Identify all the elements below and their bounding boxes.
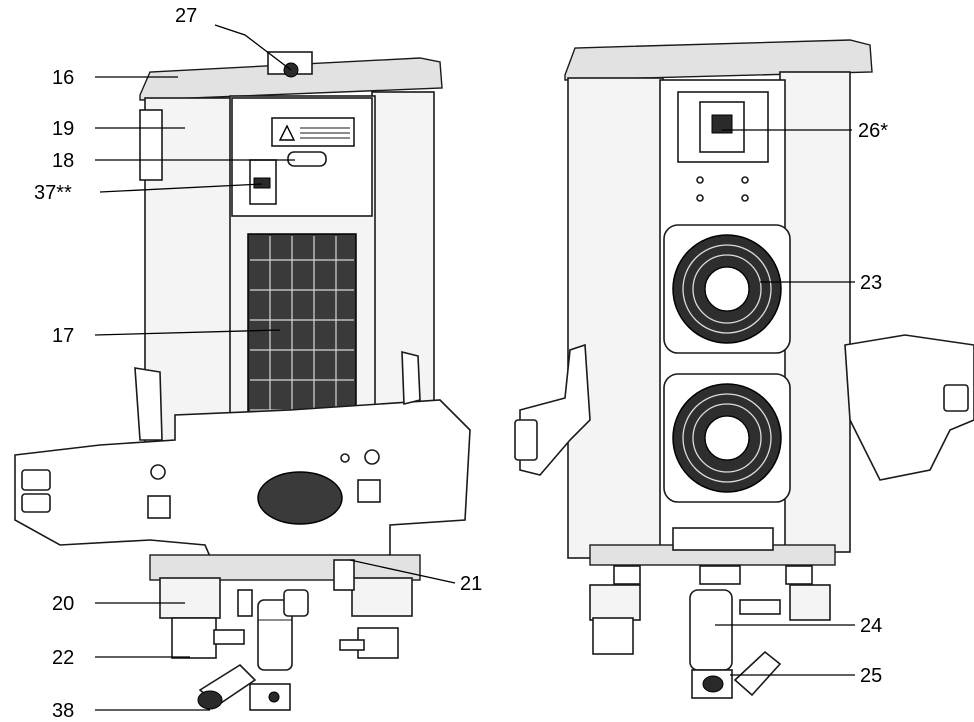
left-filter-bowl [257, 599, 293, 671]
left-bracket-slot-a [21, 469, 51, 491]
callout-27: 27 [175, 5, 197, 27]
leader-27 [214, 24, 292, 71]
left-bracket-slot-b [21, 493, 51, 513]
warning-triangle [278, 124, 296, 141]
callout-labels: 27 16 19 18 37** 17 20 22 38 21 26* 23 2… [34, 5, 888, 722]
callout-37: 37** [34, 182, 72, 204]
callout-21: 21 [460, 573, 482, 595]
right-filter-bowl [689, 589, 733, 671]
switch-toggle [253, 177, 271, 189]
callout-17: 17 [52, 325, 74, 347]
callout-18: 18 [52, 150, 74, 172]
right-bracket-right [844, 334, 974, 481]
fan-hub-upper [704, 266, 750, 312]
display-window [287, 151, 327, 167]
left-mounting-bracket [14, 399, 471, 569]
left-unit-view [14, 51, 471, 711]
callout-24: 24 [860, 615, 882, 637]
left-top-cap [139, 57, 443, 101]
callout-16: 16 [52, 67, 74, 89]
leader-21 [349, 559, 456, 584]
right-drain-valve [691, 669, 733, 699]
right-column-left [567, 77, 664, 559]
leader-37 [99, 183, 263, 193]
leader-lines [94, 24, 855, 711]
callout-22: 22 [52, 647, 74, 669]
left-valve-22 [171, 617, 217, 659]
callout-19: 19 [52, 118, 74, 140]
right-unit-view [514, 39, 974, 699]
callout-26: 26* [858, 120, 888, 142]
leader-17 [94, 329, 281, 336]
left-base [149, 554, 421, 581]
callout-23: 23 [860, 272, 882, 294]
warning-label [271, 117, 355, 147]
indicator-window [699, 101, 745, 153]
right-column-right [779, 71, 851, 553]
bracket-oval-opening [257, 471, 343, 525]
callout-20: 20 [52, 593, 74, 615]
callout-38: 38 [52, 700, 74, 722]
callout-25: 25 [860, 665, 882, 687]
right-top-cap [564, 39, 873, 81]
fan-hub-lower [704, 415, 750, 461]
left-side-flap [139, 109, 163, 181]
